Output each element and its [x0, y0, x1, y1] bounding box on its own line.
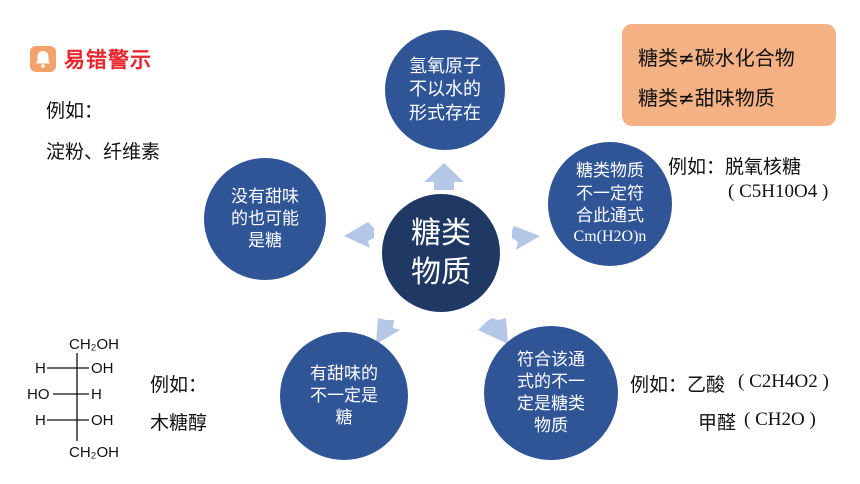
node-top-line-2: 不以水的: [409, 79, 481, 101]
arrow-down-right: [478, 318, 508, 344]
callout-line-1: 糖类≠碳水化合物: [638, 46, 795, 70]
node-right-formula: Cm(H2O)n: [573, 227, 647, 245]
node-bottom-right-line-2: 式的不一: [517, 371, 585, 392]
bell-icon: [30, 46, 56, 72]
node-right-line-2: 不一定符: [575, 183, 644, 204]
example-label-acetic-acid: 例如：乙酸: [630, 374, 726, 396]
callout-box: 糖类≠碳水化合物 糖类≠甜味物质: [622, 24, 836, 126]
example-label-xylitol: 例如：: [150, 374, 208, 396]
formula-acetic-acid: ( C2H4O2 ): [738, 371, 829, 392]
warning-title: 易错警示: [64, 48, 152, 72]
xylitol-structure: CH₂OH H OH HO H H OH CH₂OH: [27, 336, 119, 461]
arrow-down-left: [376, 318, 400, 344]
node-left: 没有甜味的也可能是糖: [204, 158, 326, 280]
node-bottom-right-line-1: 符合该通: [517, 349, 585, 370]
node-top: 氢氧原子不以水的形式存在: [385, 30, 505, 150]
node-top-line-3: 形式存在: [409, 102, 481, 124]
node-bottom-right: 符合该通式的不一定是糖类物质: [484, 326, 618, 460]
structure-row3-right: OH: [91, 412, 114, 429]
node-bottom-right-line-4: 物质: [534, 416, 568, 437]
arrow-right: [512, 226, 540, 250]
node-bottom-left-line-1: 有甜味的: [310, 363, 378, 384]
node-bottom-left-line-2: 不一定是: [310, 385, 378, 406]
structure-bottom: CH₂OH: [69, 444, 119, 461]
structure-row3-left: H: [35, 412, 46, 429]
node-right-line-3: 合此通式: [575, 205, 644, 226]
node-left-line-3: 是糖: [248, 231, 282, 252]
node-bottom-left: 有甜味的不一定是糖: [280, 332, 408, 460]
center-line-2: 物质: [411, 255, 471, 290]
node-right-line-1: 糖类物质: [575, 161, 644, 182]
example-label-starch: 例如：: [46, 100, 104, 122]
structure-row1-right: OH: [91, 360, 114, 377]
callout-line-2: 糖类≠甜味物质: [638, 86, 775, 110]
arrow-left: [344, 222, 374, 248]
structure-row2-left: HO: [27, 386, 50, 403]
node-top-line-1: 氢氧原子: [409, 55, 481, 77]
node-bottom-right-line-3: 定是糖类: [517, 394, 585, 414]
example-label-formaldehyde: 甲醛: [698, 412, 737, 434]
example-label-deoxyribose: 例如：脱氧核糖: [668, 156, 802, 178]
warning-header: 易错警示: [30, 44, 152, 74]
node-left-line-2: 的也可能: [231, 208, 299, 229]
example-value-starch: 淀粉、纤维素: [46, 141, 161, 163]
structure-row1-left: H: [35, 360, 46, 377]
node-left-line-1: 没有甜味: [231, 186, 299, 207]
formula-formaldehyde: ( CH2O ): [744, 409, 816, 430]
center-line-1: 糖类: [411, 216, 471, 251]
formula-deoxyribose: ( C5H10O4 ): [728, 181, 829, 202]
center-node: 糖类物质: [382, 194, 500, 312]
structure-top: CH₂OH: [69, 336, 119, 353]
node-bottom-left-line-3: 糖: [335, 408, 353, 429]
arrow-up: [424, 163, 464, 190]
structure-row2-right: H: [91, 386, 102, 403]
example-value-xylitol: 木糖醇: [150, 412, 208, 434]
